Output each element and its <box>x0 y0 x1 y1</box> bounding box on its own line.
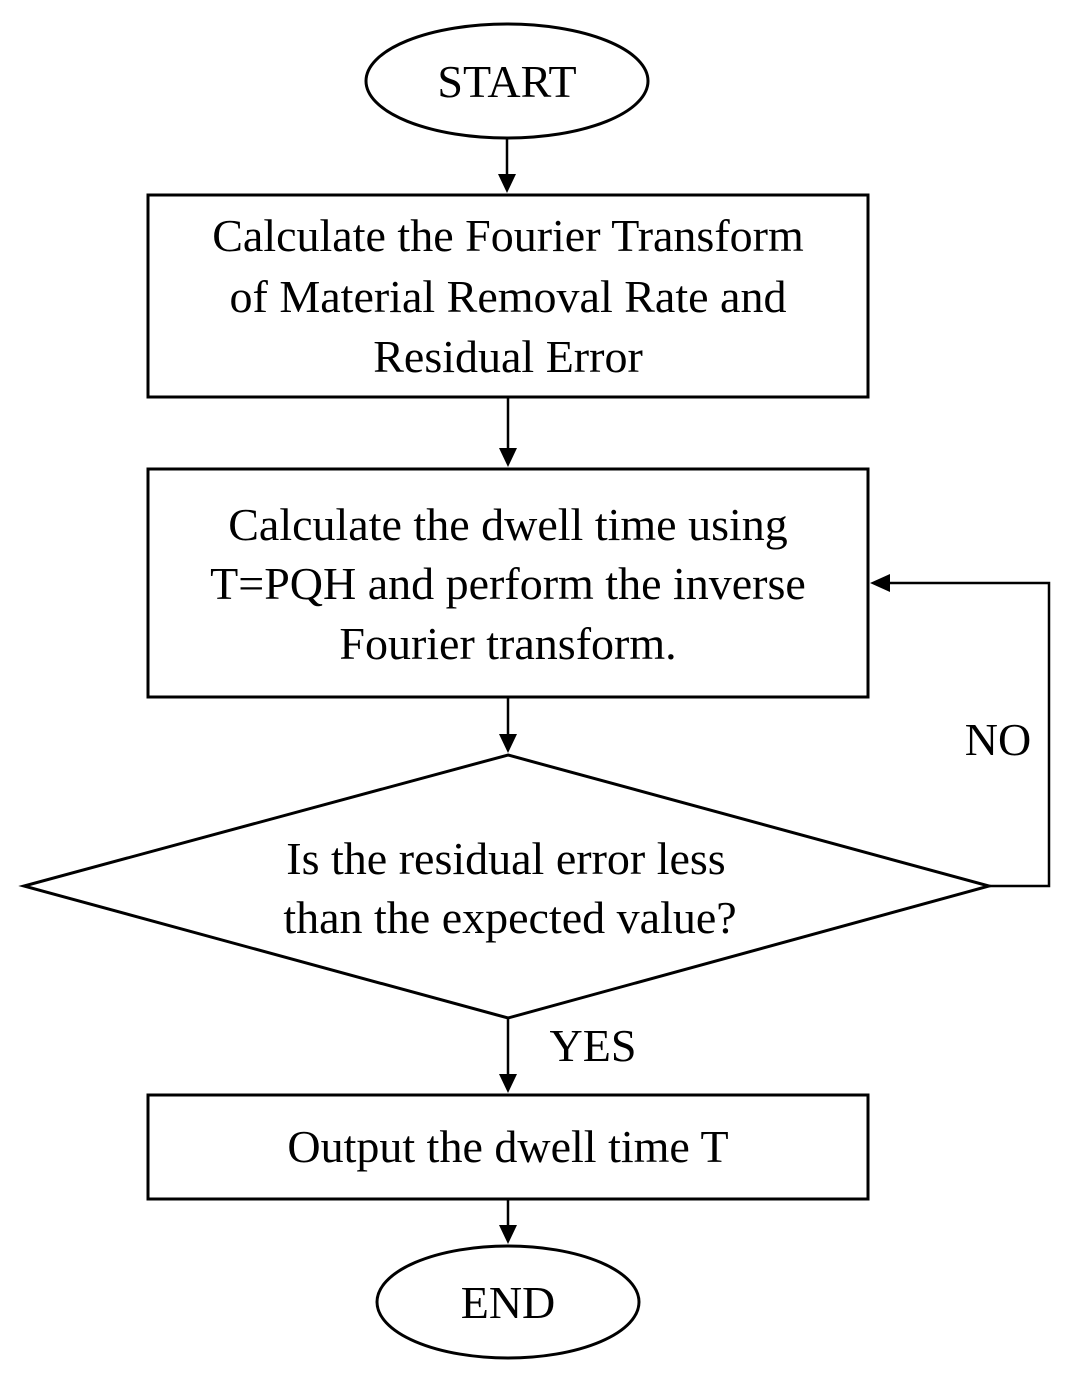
no-label: NO <box>965 714 1031 765</box>
start-label: START <box>437 56 576 107</box>
arrow-start-to-step1 <box>498 138 516 193</box>
step2-node: Calculate the dwell time using T=PQH and… <box>146 467 870 699</box>
start-node: START <box>364 22 650 140</box>
arrow-output-to-end <box>499 1199 517 1244</box>
step1-box <box>146 193 870 399</box>
arrow-step1-to-step2 <box>499 397 517 467</box>
end-node: END <box>375 1244 641 1360</box>
arrow-yes <box>499 1018 517 1093</box>
step1-line-1: Calculate the Fourier Transform <box>212 210 804 261</box>
end-label: END <box>461 1277 556 1328</box>
step2-line-1: Calculate the dwell time using <box>228 499 788 550</box>
decision-node: Is the residual error less than the expe… <box>18 753 995 1020</box>
step1-line-2: of Material Removal Rate and <box>230 271 787 322</box>
end-ellipse <box>375 1244 641 1360</box>
decision-line-1: Is the residual error less <box>286 833 725 884</box>
output-node: Output the dwell time T <box>146 1093 870 1201</box>
step1-line-3: Residual Error <box>373 331 643 382</box>
arrow-step2-to-decision <box>499 697 517 753</box>
decision-diamond <box>18 753 995 1020</box>
arrow-no-loop <box>870 574 1051 888</box>
output-label: Output the dwell time T <box>287 1121 728 1172</box>
yes-label: YES <box>550 1020 637 1071</box>
step2-line-2: T=PQH and perform the inverse <box>210 558 806 609</box>
step2-line-3: Fourier transform. <box>339 618 676 669</box>
step1-node: Calculate the Fourier Transform of Mater… <box>146 193 870 399</box>
decision-line-2: than the expected value? <box>283 892 736 943</box>
